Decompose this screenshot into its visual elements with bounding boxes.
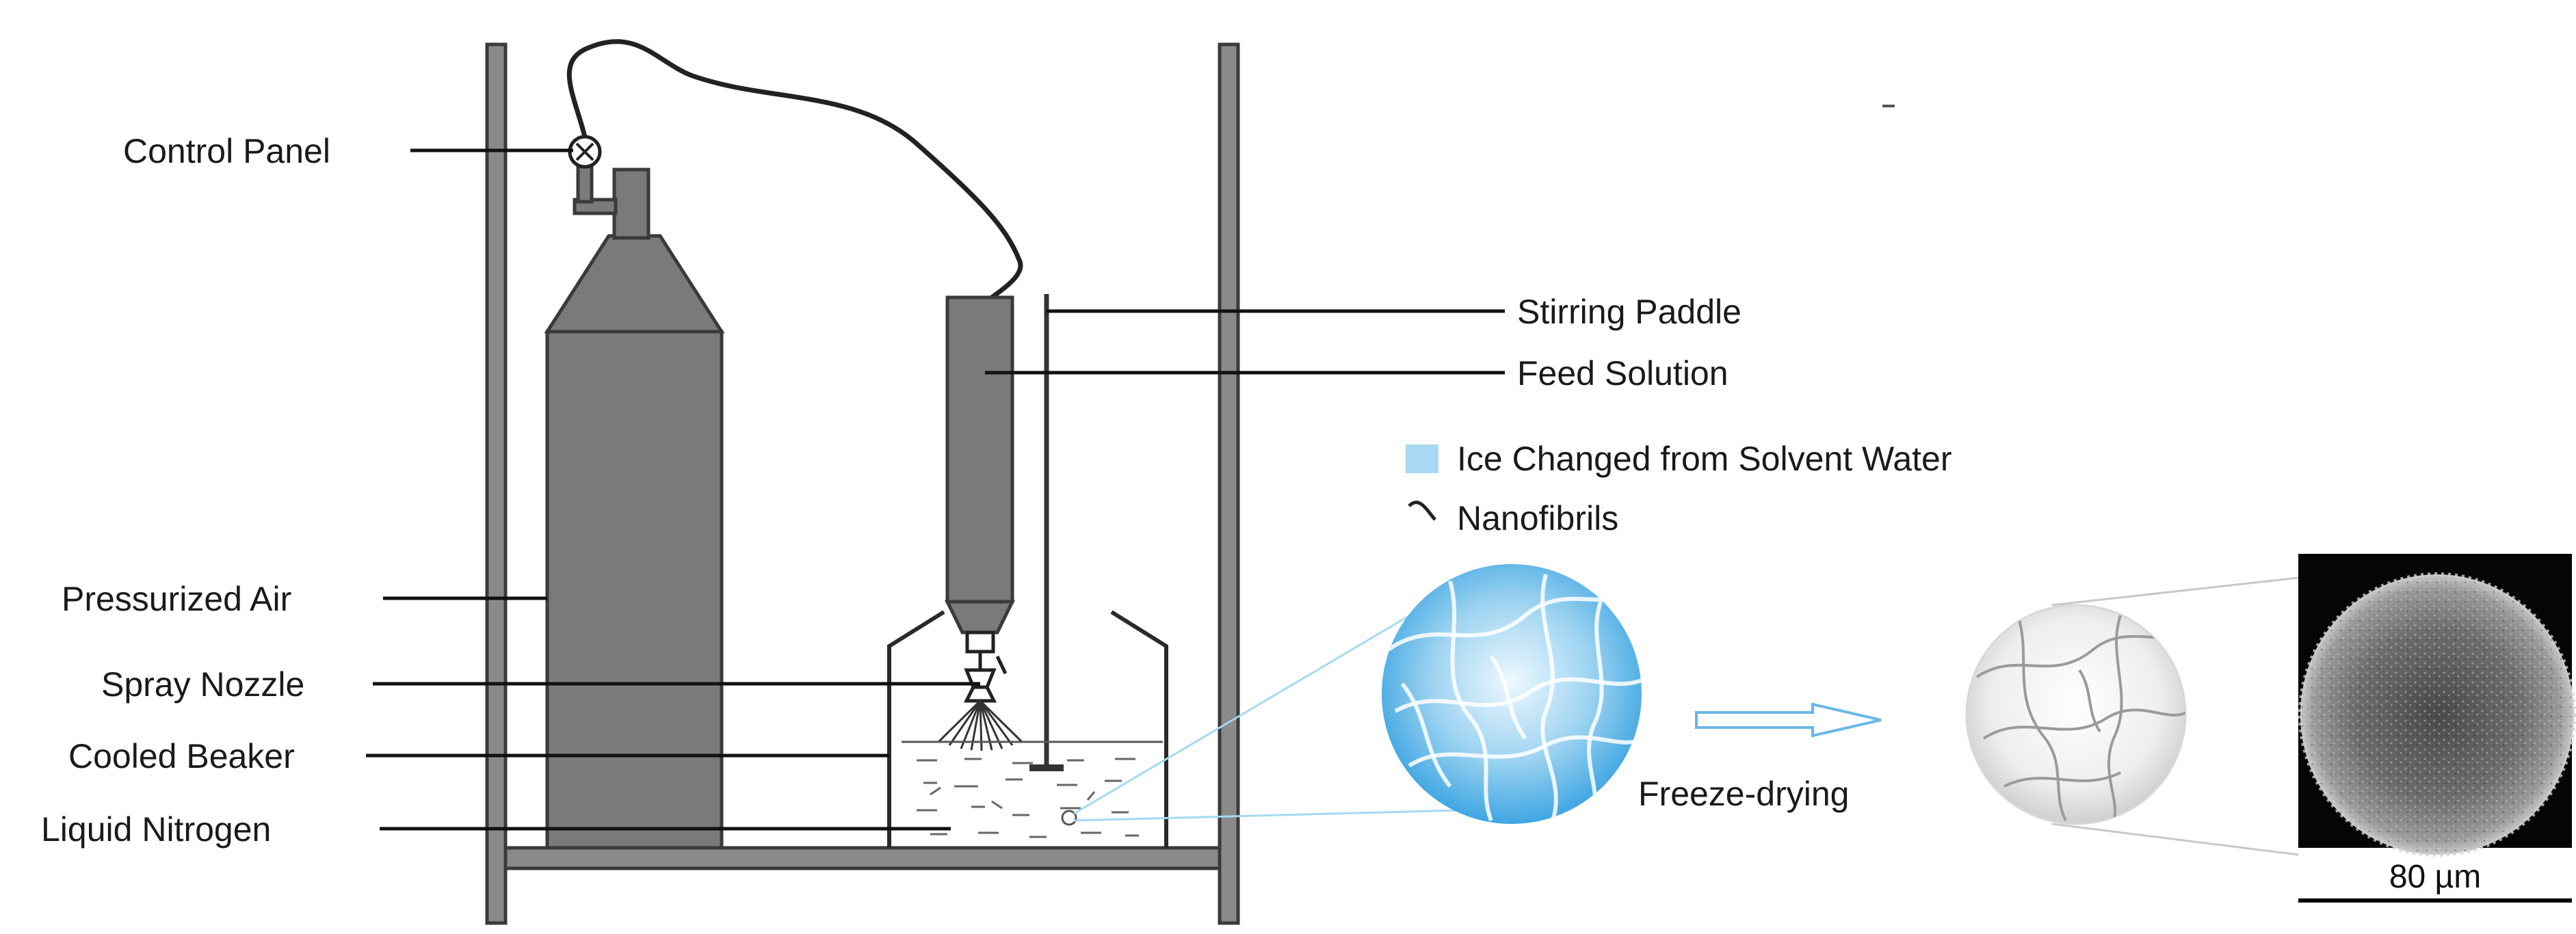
frozen-droplet-closeup	[1382, 564, 1642, 824]
frame-base-plate	[503, 846, 1222, 870]
feed-outlet	[965, 630, 995, 654]
spray-nozzle-label: Spray Nozzle	[101, 665, 304, 704]
sem-micrograph	[2298, 554, 2576, 857]
freeze-drying-arrow	[1695, 702, 1882, 738]
tank-body	[545, 330, 724, 850]
dried-particle	[1965, 604, 2187, 825]
control-panel-label: Control Panel	[123, 132, 330, 170]
beaker-right-wall	[1110, 610, 1168, 848]
spray-cone	[937, 699, 1023, 751]
stirring-paddle-label: Stirring Paddle	[1517, 293, 1742, 331]
nanofibril-icon	[1408, 501, 1436, 521]
ice-swatch	[1406, 444, 1438, 473]
scale-bar-label: 80 µm	[2389, 859, 2481, 895]
support-frame	[485, 42, 1240, 925]
sem-zoom-lines	[2051, 576, 2299, 856]
freeze-drying-label: Freeze-drying	[1638, 775, 1849, 813]
tank-valve-neck	[612, 168, 650, 240]
leader-lines	[366, 148, 1505, 831]
pressurized-air-label: Pressurized Air	[62, 580, 291, 618]
beaker-left-wall	[887, 610, 945, 848]
air-hose	[566, 39, 1023, 299]
legend: Ice Changed from Solvent Water Nanofibri…	[1406, 440, 1952, 537]
stirring-paddle-blade	[1029, 764, 1064, 771]
right-frame-post	[1218, 42, 1240, 925]
cooled-beaker	[887, 610, 1168, 848]
feed-taper	[944, 600, 1016, 635]
ice-legend-label: Ice Changed from Solvent Water	[1457, 440, 1952, 478]
feed-column	[937, 294, 1064, 771]
liquid-nitrogen-label: Liquid Nitrogen	[41, 810, 271, 849]
feed-solution-reservoir	[945, 295, 1014, 604]
left-frame-post	[485, 42, 508, 925]
liquid-nitrogen-pool	[917, 758, 1139, 838]
frozen-droplet	[1061, 810, 1077, 826]
cooled-beaker-label: Cooled Beaker	[68, 737, 295, 775]
tank-shoulder	[544, 234, 725, 334]
feed-solution-label: Feed Solution	[1517, 354, 1729, 392]
magnification-lines	[1073, 600, 1461, 822]
pressurized-air-tank	[544, 135, 725, 850]
nanofibrils-legend-label: Nanofibrils	[1457, 499, 1618, 537]
